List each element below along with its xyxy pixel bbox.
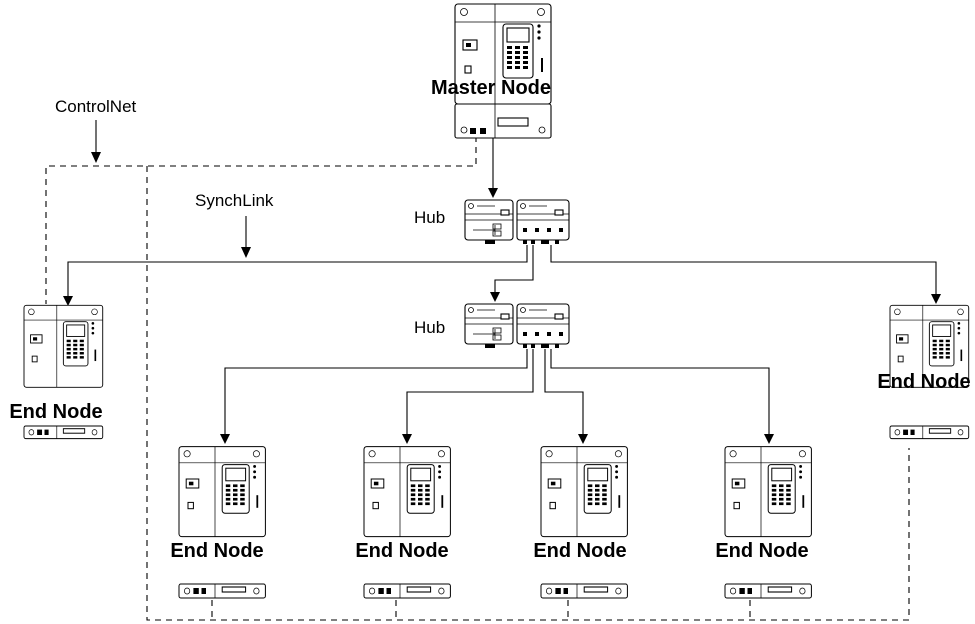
end-node-bottom-4-device [724,446,812,599]
upper-hub-device [464,199,570,245]
synchlink-wires [63,138,941,444]
end-node-left-label: End Node [9,401,102,423]
end-node-bottom-1-device [178,446,266,599]
master-node-label: Master Node [431,77,551,99]
end-node-bottom-2-label: End Node [355,540,448,562]
synchlink-callout-arrow [241,216,251,258]
lower-hub-device [464,303,570,349]
upper-hub-label: Hub [414,208,445,227]
master-node-device [454,3,552,139]
end-node-bottom-1-label: End Node [170,540,263,562]
end-node-bottom-3-label: End Node [533,540,626,562]
end-node-right-label: End Node [877,371,970,393]
synchlink-label: SynchLink [195,191,274,210]
end-node-bottom-4-label: End Node [715,540,808,562]
controlnet-label: ControlNet [55,97,137,116]
controlnet-wires [45,136,910,621]
controlnet-callout-arrow [91,120,101,163]
end-node-bottom-2-device [363,446,451,599]
end-node-bottom-3-device [540,446,628,599]
lower-hub-label: Hub [414,318,445,337]
